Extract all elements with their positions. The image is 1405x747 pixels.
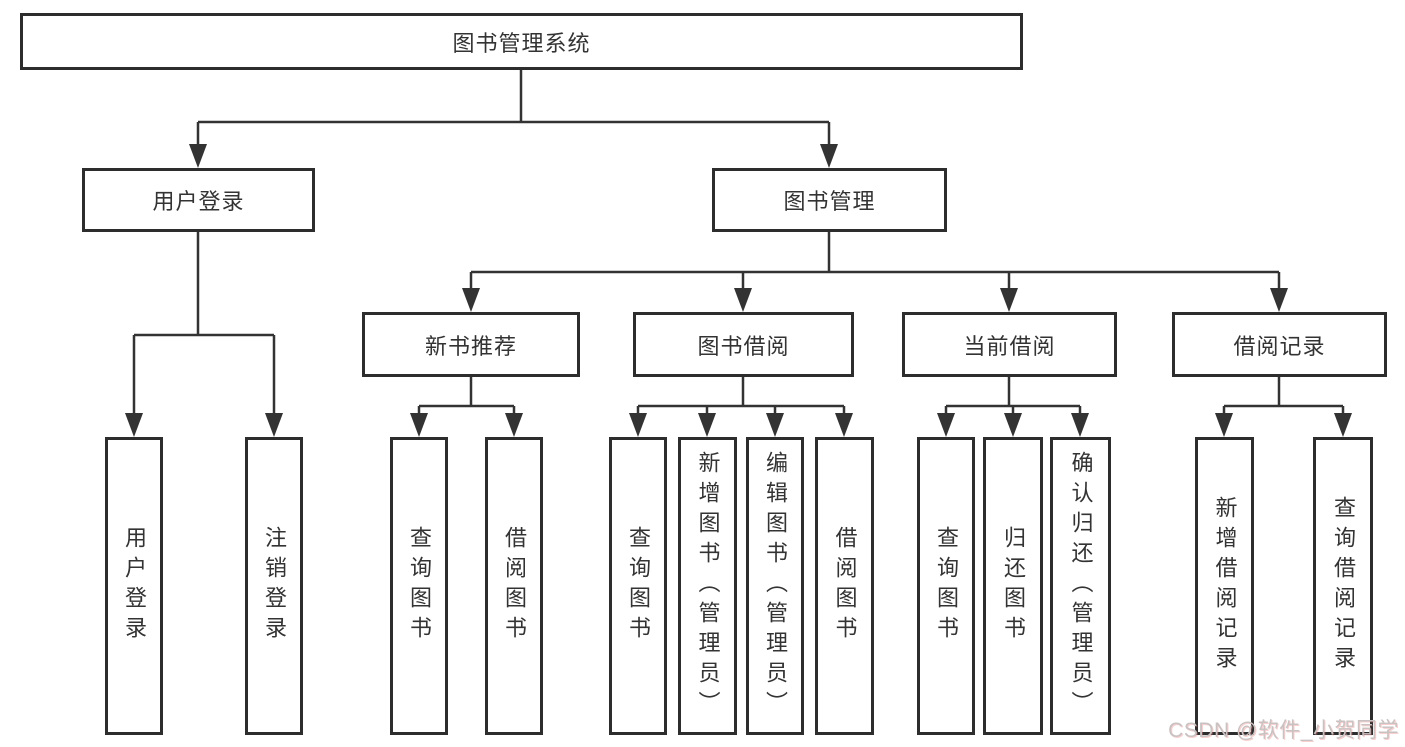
leaf-recommend-borrow-books: 借阅图书: [485, 437, 543, 735]
leaf-current-return-books: 归还图书: [983, 437, 1043, 735]
leaf-user-login: 用户登录: [105, 437, 163, 735]
leaf-records-query-record-label: 查询借阅记录: [1331, 496, 1356, 676]
node-user-login-branch: 用户登录: [82, 168, 315, 232]
node-borrowing-records-label: 借阅记录: [1233, 333, 1326, 359]
leaf-borrowing-edit-books-admin: 编辑图书（管理员）: [746, 437, 804, 735]
leaf-borrowing-edit-books-admin-label: 编辑图书（管理员）: [763, 451, 788, 721]
leaf-records-add-record: 新增借阅记录: [1195, 437, 1254, 735]
leaf-borrowing-borrow-books-label: 借阅图书: [832, 526, 858, 646]
node-book-management-branch: 图书管理: [712, 168, 947, 232]
leaf-recommend-query-books-label: 查询图书: [407, 526, 432, 646]
node-root-label: 图书管理系统: [452, 30, 591, 56]
leaf-current-query-books-label: 查询图书: [934, 526, 959, 646]
leaf-borrowing-borrow-books: 借阅图书: [815, 437, 874, 735]
leaf-logout-label: 注销登录: [262, 526, 287, 646]
node-new-book-recommend-label: 新书推荐: [424, 333, 517, 359]
node-new-book-recommend: 新书推荐: [362, 312, 580, 377]
node-book-management-branch-label: 图书管理: [783, 189, 876, 214]
leaf-records-add-record-label: 新增借阅记录: [1212, 496, 1238, 676]
node-book-borrowing-label: 图书借阅: [697, 333, 790, 359]
node-current-borrowing: 当前借阅: [902, 312, 1117, 377]
leaf-current-confirm-return-admin-label: 确认归还（管理员）: [1068, 451, 1094, 721]
leaf-borrowing-query-books: 查询图书: [609, 437, 667, 735]
leaf-borrowing-add-books-admin-label: 新增图书（管理员）: [695, 451, 721, 721]
node-borrowing-records: 借阅记录: [1172, 312, 1387, 377]
leaf-current-return-books-label: 归还图书: [1001, 526, 1026, 646]
leaf-records-query-record: 查询借阅记录: [1313, 437, 1373, 735]
leaf-current-query-books: 查询图书: [917, 437, 975, 735]
node-root-system: 图书管理系统: [20, 13, 1023, 70]
node-current-borrowing-label: 当前借阅: [963, 333, 1056, 359]
leaf-recommend-borrow-books-label: 借阅图书: [502, 526, 527, 646]
leaf-logout: 注销登录: [245, 437, 303, 735]
csdn-watermark: CSDN @软件_小贺同学: [1168, 719, 1399, 742]
leaf-user-login-label: 用户登录: [122, 526, 147, 646]
leaf-recommend-query-books: 查询图书: [390, 437, 448, 735]
node-book-borrowing: 图书借阅: [633, 312, 854, 377]
leaf-borrowing-add-books-admin: 新增图书（管理员）: [678, 437, 737, 735]
node-user-login-branch-label: 用户登录: [152, 189, 245, 214]
leaf-borrowing-query-books-label: 查询图书: [626, 526, 651, 646]
leaf-current-confirm-return-admin: 确认归还（管理员）: [1050, 437, 1111, 735]
